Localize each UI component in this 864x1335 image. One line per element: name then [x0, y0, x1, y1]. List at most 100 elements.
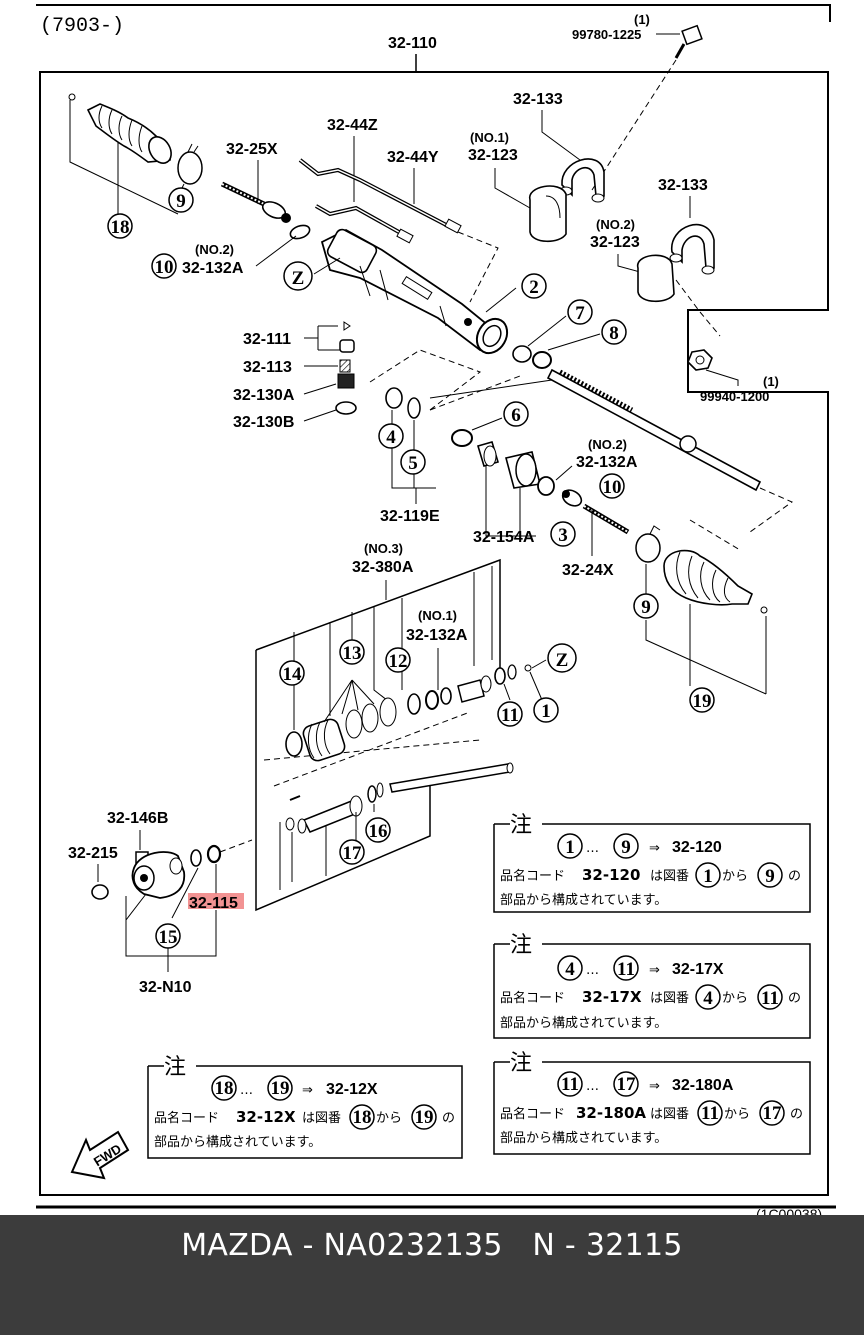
washer-32-130b [335, 401, 357, 415]
label-circled-czb: Z [556, 650, 569, 671]
label-notes-1-l1c: は図番 [650, 991, 689, 1006]
label-notes-2-from: 18 [215, 1078, 234, 1099]
label-circled-c9b: 9 [641, 597, 651, 618]
label-notes-1-to: 11 [617, 959, 635, 980]
label-notes-1-to: 11 [761, 988, 779, 1009]
label-notes-1-dots: … [586, 963, 599, 978]
label-notes-1-l1b: 32-17X [582, 988, 642, 1006]
label-notes-1-l2: 部品から構成されています。 [500, 1016, 667, 1031]
footer-text: MAZDA - NA0232135 N - 32115 [181, 1228, 683, 1263]
label-notes-3-to: 17 [763, 1103, 783, 1124]
label-notes-0-arrow: ⇒ [649, 841, 660, 856]
label-notes-2-l1d: から [376, 1111, 402, 1126]
label-circled-c13: 13 [343, 643, 362, 664]
label-circled-c17: 17 [343, 843, 363, 864]
label-notes-3-l1a: 品名コード [500, 1106, 565, 1122]
note-box-2: 注 4 … 11 ⇒ 32-17X 品名コード 32-17X は図番 4 から … [493, 933, 811, 1039]
label-notes-0-head: 注 [510, 813, 532, 838]
label-32-n10: 32-N10 [139, 979, 192, 996]
label-circled-c1b: 1 [541, 701, 551, 722]
label-32-123-a: 32-123 [468, 147, 518, 164]
label-circled-c14: 14 [283, 664, 303, 685]
fwd-arrow: FWD [70, 1130, 130, 1180]
label-no1-b: (NO.1) [418, 608, 457, 623]
label-notes-1-l1a: 品名コード [500, 990, 565, 1006]
label-no3: (NO.3) [364, 541, 403, 556]
clamp-32-133-b [669, 223, 715, 275]
label-notes-2-from: 18 [353, 1107, 372, 1128]
label-notes-0-dots: … [586, 841, 599, 856]
ring-12 [407, 693, 421, 715]
label-notes-3-l1e: の [790, 1107, 803, 1122]
label-notes-2-code: 32-12X [326, 1081, 378, 1098]
note-box-3: 注 18 … 19 ⇒ 32-12X 品名コード 32-12X は図番 18 か… [147, 1055, 463, 1159]
label-32-111: 32-111 [243, 331, 291, 348]
bushing-32-123-no2 [637, 254, 675, 303]
pipe-32-44z [298, 158, 462, 234]
page-frame-top [36, 4, 831, 22]
label-notes-2-head: 注 [164, 1055, 186, 1080]
label-notes-0-from: 1 [703, 866, 713, 887]
ball-1-low [524, 664, 532, 672]
label-32-44z: 32-44Z [327, 117, 378, 134]
spring-32-113 [339, 359, 351, 373]
label-32-133-b: 32-133 [658, 177, 708, 194]
seal-8 [532, 351, 552, 369]
oring-5 [407, 397, 421, 419]
label-circled-c4: 4 [386, 427, 396, 448]
label-notes-2-to: 19 [271, 1078, 290, 1099]
label-32-130b: 32-130B [233, 414, 294, 431]
ring-small-low [285, 817, 295, 831]
oring-15 [190, 849, 202, 867]
label-circled-c8: 8 [609, 323, 619, 344]
label-notes-3-to: 17 [617, 1074, 637, 1095]
label-circled-c10a: 10 [155, 257, 174, 278]
label-notes-1-head: 注 [510, 933, 532, 958]
hw-right-qty: (1) [763, 374, 779, 389]
label-notes-0-l1c: は図番 [650, 869, 689, 884]
label-notes-0-l2: 部品から構成されています。 [500, 893, 667, 908]
label-circled-c16: 16 [369, 821, 388, 842]
label-notes-3-code: 32-180A [672, 1077, 734, 1094]
washer-6 [451, 429, 473, 447]
steering-rack-exploded-diagram: (7903-) (1C00038) 32-110 (1) 99780-1225 … [36, 4, 836, 1215]
ring-14 [285, 731, 303, 757]
boot-18 [86, 103, 172, 164]
oring-16b [376, 782, 384, 798]
label-32-215: 32-215 [68, 845, 118, 862]
pin-small [289, 795, 301, 801]
washer-10-mid [537, 476, 555, 496]
label-circled-c19: 19 [693, 691, 712, 712]
cap-32-111 [343, 321, 351, 331]
label-notes-2-l1e: の [442, 1111, 455, 1126]
label-32-44y: 32-44Y [387, 149, 439, 166]
seal-16 [367, 785, 377, 803]
note-box-1: 注 1 … 9 ⇒ 32-120 品名コード 32-120 は図番 1 から 9… [493, 813, 811, 913]
label-circled-c15: 15 [159, 927, 178, 948]
seal-11 [494, 667, 506, 685]
label-no1: (NO.1) [470, 130, 509, 145]
label-notes-0-l1a: 品名コード [500, 868, 565, 884]
oring-11b [507, 664, 517, 680]
hw-right-code: 99940-1200 [700, 389, 769, 404]
label-circled-cza: Z [292, 268, 305, 289]
tie-rod-32-25x [220, 181, 291, 223]
label-notes-0-code: 32-120 [672, 839, 722, 856]
label-notes-3-from: 11 [701, 1103, 719, 1124]
label-32-24x: 32-24X [562, 562, 614, 579]
label-notes-3-l1d: から [724, 1107, 750, 1122]
label-notes-1-l1e: の [788, 991, 801, 1006]
part-number-footer: MAZDA - NA0232135 N - 32115 [0, 1215, 864, 1335]
label-32-133-a: 32-133 [513, 91, 563, 108]
label-32-25x: 32-25X [226, 141, 278, 158]
nut-99940-1200 [687, 349, 713, 371]
label-no2-b: (NO.2) [195, 242, 234, 257]
label-notes-0-to: 9 [765, 866, 775, 887]
subgroup-outline [255, 558, 501, 912]
label-32-115: 32-115 [189, 895, 238, 912]
label-notes-3-l1c: は図番 [650, 1107, 689, 1122]
bushing-7 [512, 345, 532, 363]
label-32-154a: 32-154A [473, 529, 535, 546]
label-circled-c7: 7 [575, 303, 585, 324]
label-notes-2-l1a: 品名コード [154, 1110, 219, 1126]
